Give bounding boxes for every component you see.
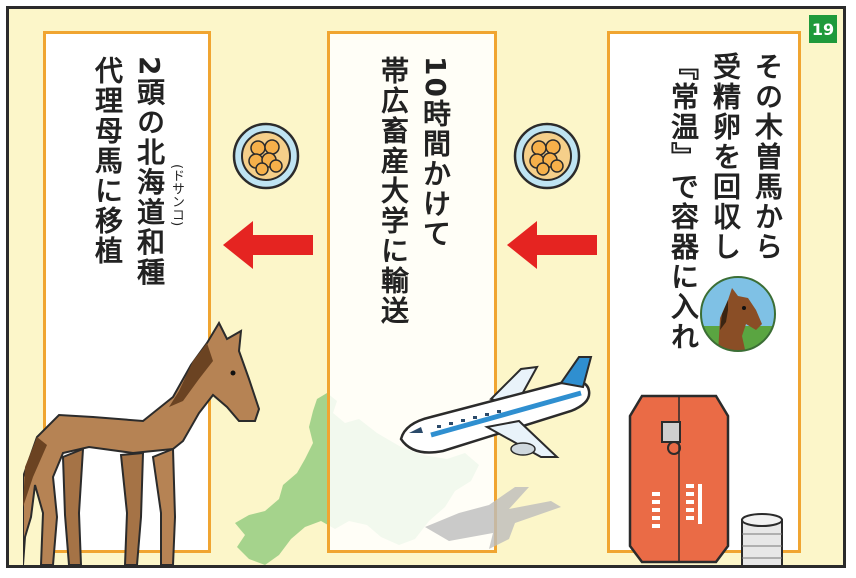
panel-right-line-3: 『常温』で容器に入れ bbox=[667, 52, 700, 352]
manga-page: その木曽馬から 受精卵を回収し 『常温』で容器に入れ bbox=[6, 6, 846, 568]
panel-middle-line-2: 帯広畜産大学に輸送 bbox=[377, 56, 410, 326]
left-arrow-icon bbox=[223, 221, 313, 269]
panel-left-line-1: 2頭の北海道和種 bbox=[133, 56, 166, 288]
panel-right-line-2: 受精卵を回収し bbox=[709, 52, 742, 262]
page-number-badge: 19 bbox=[809, 15, 837, 43]
panel-right-line-1: その木曽馬から bbox=[751, 52, 784, 262]
airplane-icon bbox=[399, 356, 593, 458]
panel-collect-embryo: その木曽馬から 受精卵を回収し 『常温』で容器に入れ bbox=[607, 31, 801, 565]
panel-middle-line-1: 10時間かけて bbox=[419, 56, 452, 249]
panel-transport: 10時間かけて 帯広畜産大学に輸送 bbox=[327, 31, 497, 553]
can-icon bbox=[741, 513, 783, 565]
panel-left-line-2: 代理母馬に移植 bbox=[91, 56, 124, 266]
airplane-shadow-icon bbox=[425, 487, 561, 549]
horse-icon bbox=[23, 320, 261, 565]
dosanko-ruby: (ドサンコ) bbox=[169, 164, 184, 227]
transport-container-icon bbox=[628, 394, 730, 564]
embryo-dish-icon bbox=[232, 122, 300, 190]
left-arrow-icon bbox=[507, 221, 597, 269]
horse-portrait-icon bbox=[700, 276, 776, 352]
embryo-dish-icon bbox=[513, 122, 581, 190]
